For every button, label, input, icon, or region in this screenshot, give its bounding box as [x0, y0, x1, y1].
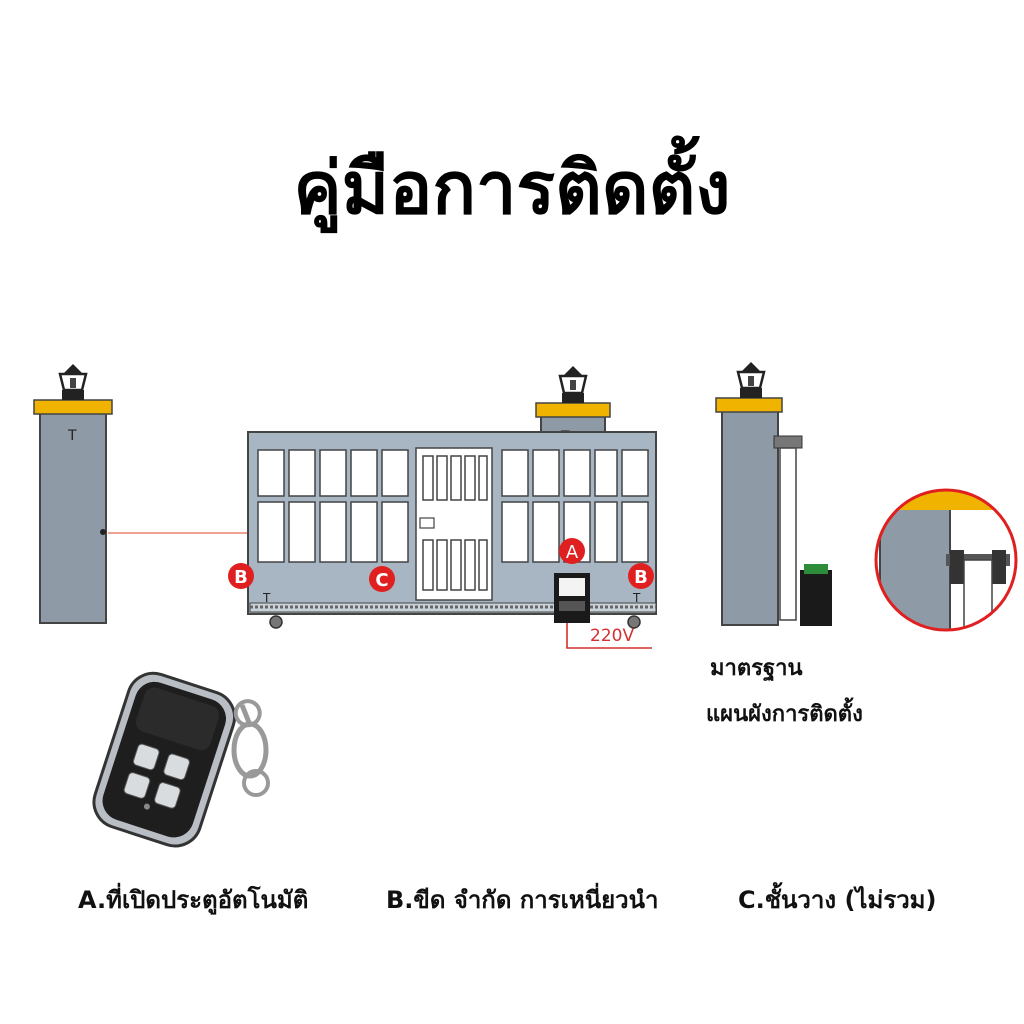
legend-item-c: C.ชั้นวาง (ไม่รวม) — [738, 886, 937, 914]
left-pillar: T — [33, 364, 113, 624]
svg-text:B: B — [234, 567, 248, 588]
detail-magnifier — [874, 488, 1018, 632]
gate-motor — [554, 573, 590, 623]
legend-item-b: B.ขีด จำกัด การเหนี่ยวนำ — [386, 886, 659, 914]
svg-text:T: T — [262, 591, 271, 605]
svg-text:T: T — [632, 591, 641, 605]
marker-c: C — [369, 566, 395, 592]
legend-item-a: A.ที่เปิดประตูอัตโนมัติ — [78, 886, 309, 914]
svg-text:B: B — [634, 567, 648, 588]
power-label: 220V — [590, 626, 634, 646]
sliding-gate: T T — [247, 431, 657, 629]
marker-b-left: B — [228, 563, 254, 589]
standard-caption-line2: แผนผังการติดตั้ง — [706, 702, 863, 727]
remote-control — [92, 671, 270, 848]
page-title: คู่มือการติดตั้ง — [293, 146, 731, 230]
standard-caption-line1: มาตรฐาน — [710, 656, 803, 681]
marker-a: A — [559, 538, 585, 564]
power-line — [566, 623, 652, 649]
gate-installation-diagram: T T — [33, 362, 1018, 649]
marker-b-right: B — [628, 563, 654, 589]
svg-text:C: C — [375, 570, 388, 591]
side-view-pillar — [715, 362, 832, 626]
svg-text:A: A — [566, 542, 579, 563]
svg-text:T: T — [67, 428, 77, 444]
